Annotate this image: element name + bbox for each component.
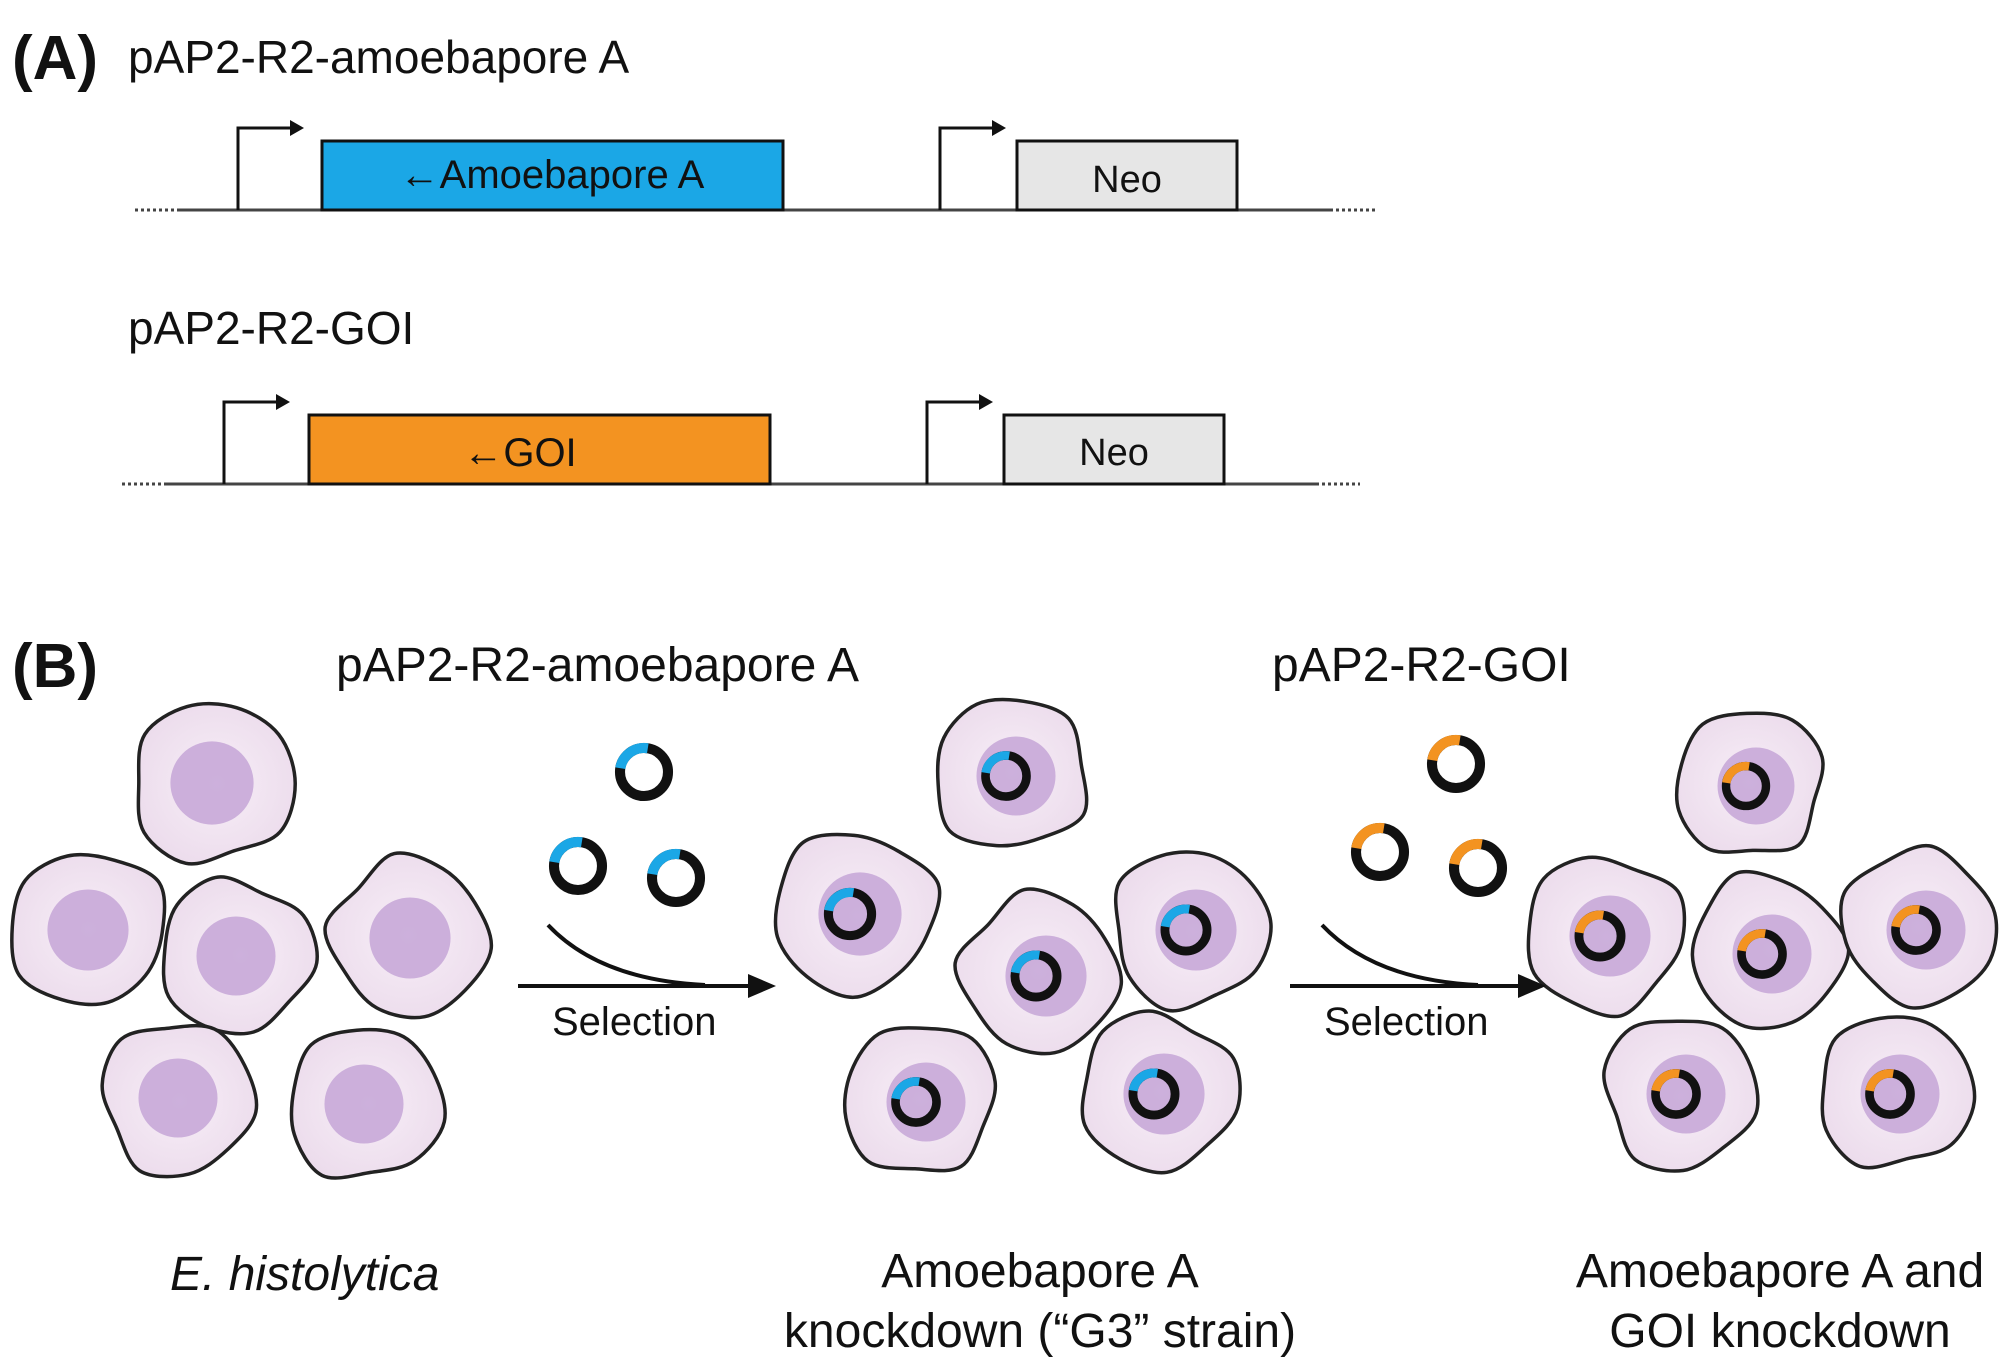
g3-cell-3 — [1113, 850, 1273, 1013]
step2-plasmid-title: pAP2-R2-GOI — [1272, 639, 1571, 692]
parental-cell-0 — [136, 701, 297, 866]
free-plasmid-orange-2 — [1448, 838, 1508, 898]
panel-b-label: (B) — [12, 632, 99, 701]
panel-b-scheme — [10, 697, 1999, 1180]
construct1-title: pAP2-R2-amoebapore A — [128, 31, 630, 83]
g3-cell-4 — [842, 1026, 998, 1173]
caption-start-strain: E. histolytica — [170, 1248, 440, 1301]
free-plasmid-blue-0 — [614, 742, 674, 802]
panel-a-label: (A) — [12, 24, 99, 93]
construct1-promoter2-arrow — [938, 126, 992, 210]
construct2-gene-box — [307, 413, 772, 486]
step1-plasmid-title: pAP2-R2-amoebapore A — [336, 639, 859, 692]
cell-plasmid — [823, 887, 877, 941]
selection-arrow-1 — [518, 923, 776, 998]
selection-arrowhead-2 — [1518, 974, 1546, 998]
cell-plasmid — [1574, 910, 1626, 962]
free-plasmid-blue-2 — [646, 848, 706, 908]
construct1-promoter1-arrow — [236, 126, 290, 210]
double-kd-cell-2 — [1690, 869, 1851, 1031]
cell-nucleus — [138, 1058, 218, 1138]
free-plasmid-orange-0 — [1426, 734, 1486, 794]
construct2-neo-box — [1002, 413, 1226, 486]
double-kd-cell-0 — [1674, 711, 1825, 854]
selection-arrow-2 — [1290, 923, 1546, 998]
construct2-title: pAP2-R2-GOI — [128, 302, 415, 354]
construct1-gene-label: ←Amoebapore A — [400, 153, 705, 197]
double-kd-cell-1 — [1526, 855, 1687, 1019]
parental-cell-2 — [161, 875, 319, 1036]
cell-plasmid — [1128, 1068, 1180, 1120]
g3-cell-1 — [773, 832, 942, 1000]
cell-plasmid — [1651, 1069, 1701, 1119]
cell-nucleus — [324, 1064, 404, 1144]
caption-double-knockdown: Amoebapore A and GOI knockdown — [1550, 1242, 2010, 1362]
caption-g3-strain: Amoebapore A knockdown (“G3” strain) — [760, 1242, 1320, 1362]
cell-plasmid — [981, 751, 1031, 801]
parental-cell-1 — [10, 852, 167, 1007]
construct2-map: ←GOI Neo — [122, 394, 1360, 486]
selection-curve-1 — [546, 923, 706, 987]
construct2-neo-label: Neo — [1079, 432, 1149, 474]
parental-cell-5 — [289, 1027, 447, 1180]
free-plasmid-blue-1 — [548, 836, 608, 896]
selection-curve-2 — [1320, 923, 1479, 987]
cell-plasmid — [1891, 905, 1941, 955]
caption-double-line1: Amoebapore A and — [1575, 1245, 1985, 1298]
construct1-neo-label: Neo — [1092, 159, 1162, 201]
selection-label-2: Selection — [1324, 1000, 1489, 1044]
construct1-neo-box — [1015, 139, 1239, 212]
cell-nucleus — [369, 897, 451, 979]
double-kd-cell-5 — [1820, 1015, 1977, 1170]
cell-nucleus — [170, 741, 254, 825]
cell-nucleus — [47, 889, 129, 971]
cell-plasmid — [1721, 761, 1771, 811]
construct1-gene-box — [320, 139, 785, 212]
cell-plasmid — [891, 1077, 941, 1127]
cell-plasmid — [1865, 1069, 1915, 1119]
parental-cell-4 — [100, 1023, 259, 1179]
double-kd-cell-4 — [1602, 1019, 1760, 1173]
panel-a-constructs: ←Amoebapore A Neo ←GOI Neo — [122, 120, 1375, 486]
cell-plasmid — [1737, 929, 1787, 979]
caption-double-line2: GOI knockdown — [1609, 1305, 1951, 1358]
g3-cell-2 — [953, 887, 1124, 1056]
free-plasmid-orange-1 — [1350, 822, 1410, 882]
construct2-promoter2-arrow — [925, 400, 979, 484]
construct2-promoter1-arrow — [222, 400, 276, 484]
selection-arrowhead-1 — [748, 974, 776, 998]
cell-nucleus — [196, 916, 276, 996]
construct2-gene-label: ←GOI — [463, 431, 576, 475]
caption-g3-line1: Amoebapore A — [881, 1245, 1199, 1298]
caption-g3-line2: knockdown (“G3” strain) — [783, 1305, 1297, 1358]
double-kd-cell-3 — [1839, 843, 1999, 1010]
construct1-map: ←Amoebapore A Neo — [135, 120, 1375, 212]
g3-cell-0 — [935, 697, 1089, 848]
selection-label-1: Selection — [552, 1000, 717, 1044]
cell-plasmid — [1010, 950, 1062, 1002]
cell-plasmid — [1160, 904, 1212, 956]
g3-cell-5 — [1080, 1009, 1242, 1175]
parental-cell-3 — [323, 851, 494, 1020]
